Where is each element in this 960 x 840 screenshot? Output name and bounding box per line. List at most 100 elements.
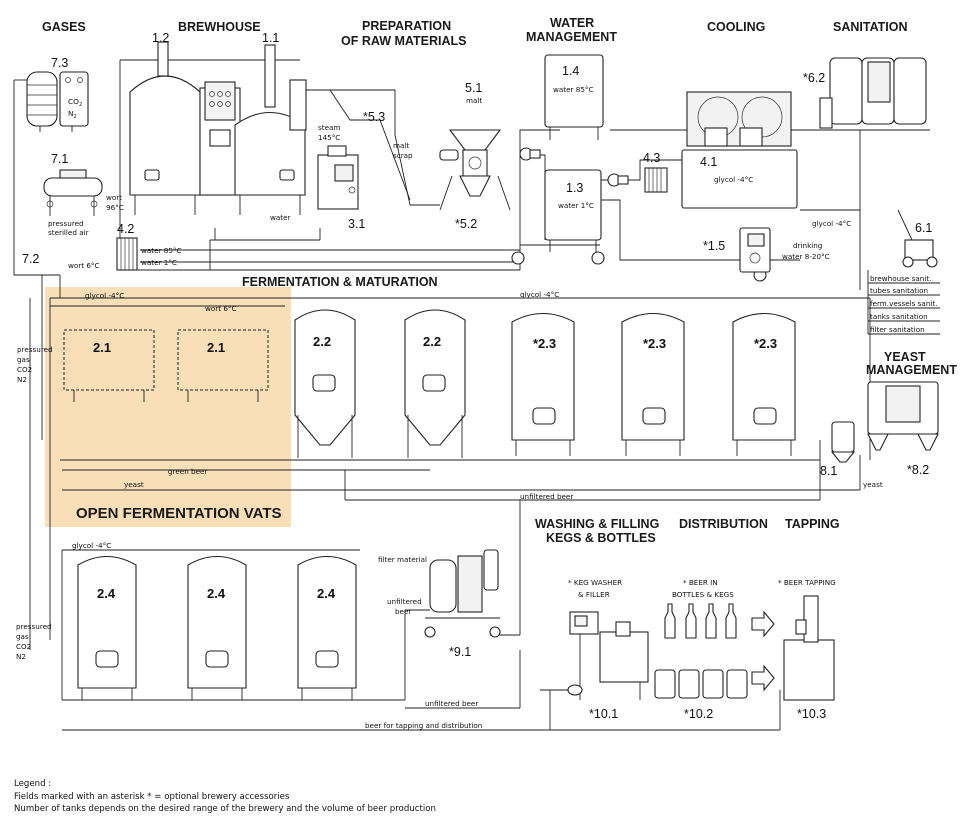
tank-2-3-c: *2.3: [732, 313, 796, 456]
sanitation-station-6-2: *6.2: [803, 57, 930, 131]
equipment-2-4-c: 2.4: [317, 586, 336, 601]
equipment-10-2: *10.2: [684, 707, 713, 721]
equipment-1-1: 1.1: [262, 31, 279, 45]
title-water: WATER: [550, 16, 594, 30]
title-preparation: PREPARATION: [362, 19, 451, 33]
equipment-2-3-b: *2.3: [643, 336, 666, 351]
label-unfiltered-2b: beer: [395, 607, 411, 616]
equipment-7-3: 7.3: [51, 56, 68, 70]
equipment-8-2: *8.2: [907, 463, 929, 477]
bottles-kegs-10-2: * BEER IN BOTTLES & KEGS *10.2: [654, 578, 775, 721]
label-unfiltered-3: unfiltered beer: [425, 699, 478, 708]
title-brewhouse: BREWHOUSE: [178, 20, 261, 34]
heat-exchanger-4-3: 4.3: [643, 151, 668, 193]
equipment-2-3-a: *2.3: [533, 336, 556, 351]
tank-2-4-c: 2.4: [297, 556, 357, 700]
equipment-1-3: 1.3: [566, 181, 583, 195]
wort-cooler-4-2: 4.2 water 85°C water 1°C wort 6°C: [68, 222, 182, 271]
title-management: MANAGEMENT: [526, 30, 617, 44]
equipment-6-1: 6.1: [915, 221, 932, 235]
label-keg-washer-1: * KEG WASHER: [568, 578, 622, 587]
label-gas-3: CO2: [17, 365, 32, 374]
title-fermentation: FERMENTATION & MATURATION: [242, 275, 438, 289]
label-gas-1: pressured: [17, 345, 53, 354]
label-beer-in-1: * BEER IN: [683, 578, 718, 587]
equipment-8-1: 8.1: [820, 464, 837, 478]
label-96c: 96°C: [106, 203, 124, 212]
label-yeast-a: yeast: [124, 480, 144, 489]
label-n2: N2: [68, 109, 77, 120]
title-yeast-management: MANAGEMENT: [866, 363, 957, 377]
equipment-4-2: 4.2: [117, 222, 134, 236]
label-beer-for-tapping: beer for tapping and distribution: [365, 721, 482, 730]
section-titles: GASES BREWHOUSE PREPARATION OF RAW MATER…: [42, 16, 957, 545]
keg-washer-10-1: * KEG WASHER & FILLER *10.1: [567, 578, 649, 721]
label-filter-material: filter material: [378, 555, 427, 564]
label-green-beer: green beer: [168, 467, 207, 476]
label-water-85: water 85°C: [553, 85, 594, 94]
equipment-10-1: *10.1: [589, 707, 618, 721]
label-glycol-mat: glycol -4°C: [72, 541, 111, 550]
label-wort-6: wort 6°C: [68, 261, 100, 270]
equipment-5-2: *5.2: [455, 217, 477, 231]
equipment-1-2: 1.2: [152, 31, 169, 45]
title-sanitation: SANITATION: [833, 20, 908, 34]
label-drinking-2: water 8-20°C: [782, 252, 830, 261]
title-raw-materials: OF RAW MATERIALS: [341, 34, 466, 48]
sanitation-filter: filter sanitation: [870, 325, 925, 334]
pumps-water: [511, 147, 767, 282]
sanitation-ferm-vessels: ferm.vessels sanit.: [870, 299, 937, 308]
title-distribution: DISTRIBUTION: [679, 517, 768, 531]
equipment-2-2-b: 2.2: [423, 334, 441, 349]
title-open-vats: OPEN FERMENTATION VATS: [76, 505, 282, 522]
equipment-2-3-c: *2.3: [754, 336, 777, 351]
title-yeast: YEAST: [884, 350, 926, 364]
legend-title: Legend :: [14, 779, 51, 789]
yeast-brink-8-1: 8.1: [820, 421, 856, 478]
label-malt: malt: [466, 96, 482, 105]
label-glycol-ferm-1: glycol -4°C: [85, 291, 124, 300]
label-malt-scrap-1: malt: [393, 141, 409, 150]
label-pressured: pressured: [48, 219, 84, 228]
label-unfiltered-2a: unfiltered: [387, 597, 422, 606]
equipment-2-1-b: 2.1: [207, 340, 225, 355]
steam-generator-3-1: steam 145°C 3.1: [317, 123, 365, 231]
brewhouse-1-1: 1.1 water: [234, 31, 307, 222]
label-water-1: water 1°C: [558, 201, 594, 210]
label-glycol-4b: glycol -4°C: [812, 219, 851, 228]
maturation-labels: glycol -4°C pressured gas CO2 N2: [16, 541, 111, 661]
equipment-4-3: 4.3: [643, 151, 660, 165]
label-glycol-4: glycol -4°C: [714, 175, 753, 184]
equipment-9-1: *9.1: [449, 645, 471, 659]
hot-water-tank-1-4: 1.4 water 85°C: [544, 54, 604, 140]
cip-cart-6-1: 6.1: [897, 209, 938, 268]
equipment-2-4-b: 2.4: [207, 586, 226, 601]
label-steam: steam: [318, 123, 340, 132]
equipment-6-2: *6.2: [803, 71, 825, 85]
label-drinking-1: drinking: [793, 241, 822, 250]
brewhouse-1-2: 1.2 wort 96°C: [106, 31, 241, 215]
cold-water-tank-1-3: 1.3 water 1°C: [544, 169, 602, 252]
fermenter-2-2-b: 2.2: [404, 309, 466, 458]
beer-tapping-10-3: * BEER TAPPING *10.3: [778, 578, 836, 721]
label-co2: CO2: [68, 97, 82, 108]
glycol-cooling-4-1: 4.1 glycol -4°C glycol -4°C: [681, 91, 851, 228]
yeast-plant-8-2: *8.2: [867, 381, 939, 477]
sanitation-tubes: tubes sanitation: [870, 286, 928, 295]
equipment-2-2-a: 2.2: [313, 334, 331, 349]
equipment-4-1: 4.1: [700, 155, 717, 169]
equipment-2-1-a: 2.1: [93, 340, 111, 355]
label-unfiltered-beer-1: unfiltered beer: [520, 492, 573, 501]
label-glycol-ferm-2: glycol -4°C: [520, 290, 559, 299]
label-gas-b1: pressured: [16, 622, 52, 631]
title-cooling: COOLING: [707, 20, 765, 34]
label-malt-scrap-2: scrap: [393, 151, 413, 160]
drinking-water-1-5: *1.5 drinking water 8-20°C: [703, 227, 830, 273]
sanitation-brewhouse: brewhouse sanit.: [870, 274, 931, 283]
equipment-1-5: *1.5: [703, 239, 725, 253]
tank-2-3-b: *2.3: [621, 313, 685, 456]
equipment-5-1: 5.1: [465, 81, 482, 95]
fermentation-labels: glycol -4°C wort 6°C glycol -4°C pressur…: [17, 290, 883, 501]
open-fermentation-highlight: [45, 287, 291, 527]
